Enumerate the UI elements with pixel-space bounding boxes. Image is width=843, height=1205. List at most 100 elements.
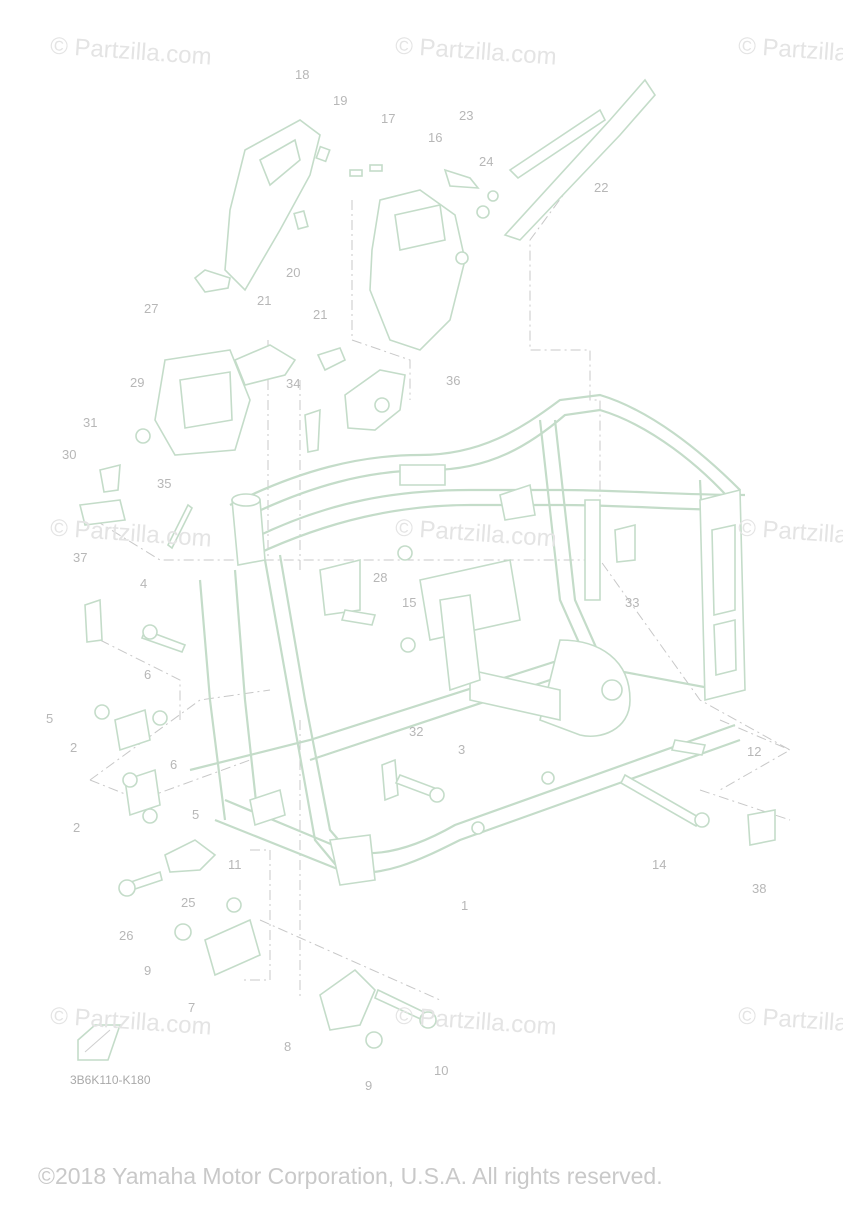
frame-top-tube xyxy=(239,408,736,521)
leader-line xyxy=(259,919,441,1001)
part-21-bolt xyxy=(193,269,231,293)
part-34-pin xyxy=(304,408,321,453)
frame-bottom-bracket xyxy=(249,788,286,827)
callout-label: 37 xyxy=(73,550,88,565)
leader-line xyxy=(99,639,181,720)
part-5-washer-lower xyxy=(142,808,158,824)
callout-label: 15 xyxy=(402,595,417,610)
part-32-bracket xyxy=(381,758,399,802)
frame-tab xyxy=(584,499,601,601)
part-36-bracket xyxy=(344,369,406,431)
frame-rear-plate-slot xyxy=(713,618,737,677)
frame-top-tube xyxy=(249,488,746,541)
copyright-notice: ©2018 Yamaha Motor Corporation, U.S.A. A… xyxy=(38,1163,663,1189)
part-26-head xyxy=(118,879,136,897)
frame-bracket xyxy=(319,558,361,616)
callout-label: 35 xyxy=(157,476,172,491)
part-16-detail xyxy=(394,204,446,251)
part-23-bolt xyxy=(443,168,480,189)
part-15-collar xyxy=(397,545,413,561)
part-16-hole xyxy=(455,251,469,265)
part-14-head xyxy=(694,812,710,828)
part-37-label xyxy=(84,598,103,643)
part-19-clip xyxy=(315,145,331,163)
part-17-clip xyxy=(369,164,383,172)
callout-label: 19 xyxy=(333,93,348,108)
part-21-bolt-lower xyxy=(316,347,347,372)
pivot-hole xyxy=(601,679,623,701)
callout-label: 32 xyxy=(409,724,424,739)
part-27-mount xyxy=(154,349,251,456)
front-arrow-icon-stroke xyxy=(84,1029,111,1053)
callout-label: 33 xyxy=(625,595,640,610)
part-6-nut xyxy=(152,710,168,726)
callout-label: 29 xyxy=(130,375,145,390)
callout-label: 27 xyxy=(144,301,159,316)
front-arrow-icon xyxy=(77,1024,122,1061)
callout-label: 24 xyxy=(479,154,494,169)
callout-label: 22 xyxy=(594,180,609,195)
part-14-shaft xyxy=(619,773,702,828)
part-10-nut xyxy=(419,1011,437,1029)
frame-tab xyxy=(399,464,446,486)
part-8-plate xyxy=(319,968,376,1031)
part-24-washer xyxy=(487,190,499,202)
steering-head xyxy=(231,499,266,566)
callout-label: 7 xyxy=(188,1000,196,1015)
callout-label: 21 xyxy=(313,307,328,322)
part-36-hole xyxy=(374,397,390,413)
frame-down-tube xyxy=(263,559,341,871)
part-6-nut-lower xyxy=(122,772,138,788)
frame-down-tube xyxy=(198,579,227,821)
callout-label: 8 xyxy=(284,1039,292,1054)
pivot-cross-tube xyxy=(469,669,561,721)
frame-top-tube xyxy=(229,393,741,506)
callout-label: 14 xyxy=(652,857,667,872)
part-25-bracket xyxy=(164,839,217,873)
frame-bottom-rail xyxy=(189,658,721,772)
leader-line xyxy=(240,849,271,981)
leader-line xyxy=(94,519,791,751)
part-9-bolt xyxy=(174,923,192,941)
callout-label: 4 xyxy=(140,576,148,591)
part-17-clip xyxy=(349,169,363,177)
part-27-arm xyxy=(233,344,297,386)
part-18-detail xyxy=(258,138,301,187)
diagram-code: 3B6K110-K180 xyxy=(70,1073,151,1087)
callout-label: 6 xyxy=(144,667,152,682)
callout-label: 31 xyxy=(83,415,98,430)
part-30-bracket xyxy=(79,499,126,526)
part-33-label xyxy=(614,523,636,563)
part-29-nut xyxy=(135,428,151,444)
callout-label: 9 xyxy=(144,963,152,978)
part-11-washer xyxy=(226,897,242,913)
part-3-head xyxy=(429,787,445,803)
callout-label: 38 xyxy=(752,881,767,896)
steering-head-top xyxy=(231,493,261,507)
part-22-arm xyxy=(508,108,607,180)
part-7-plate xyxy=(204,918,261,977)
frame-rear-plate xyxy=(699,488,746,702)
part-16-cover xyxy=(369,189,466,351)
part-27-detail xyxy=(179,371,233,429)
part-18-bracket xyxy=(224,119,321,292)
callout-label: 2 xyxy=(73,820,81,835)
callout-label: 26 xyxy=(119,928,134,943)
callout-label: 10 xyxy=(434,1063,449,1078)
part-24-nut xyxy=(476,205,490,219)
callout-label: 3 xyxy=(458,742,466,757)
callout-label: 6 xyxy=(170,757,178,772)
callout-label: 28 xyxy=(373,570,388,585)
part-15-spacer xyxy=(400,637,416,653)
callout-label: 2 xyxy=(70,740,78,755)
part-22-brace xyxy=(503,78,657,241)
frame-rear-plate-slot xyxy=(711,524,736,617)
part-12-bolt xyxy=(670,739,707,756)
leader-line xyxy=(699,789,791,821)
leader-line xyxy=(89,689,271,781)
leader-line xyxy=(719,719,792,791)
frame-top-tube xyxy=(254,503,741,556)
leader-line xyxy=(529,151,601,560)
callout-label: 5 xyxy=(192,807,200,822)
